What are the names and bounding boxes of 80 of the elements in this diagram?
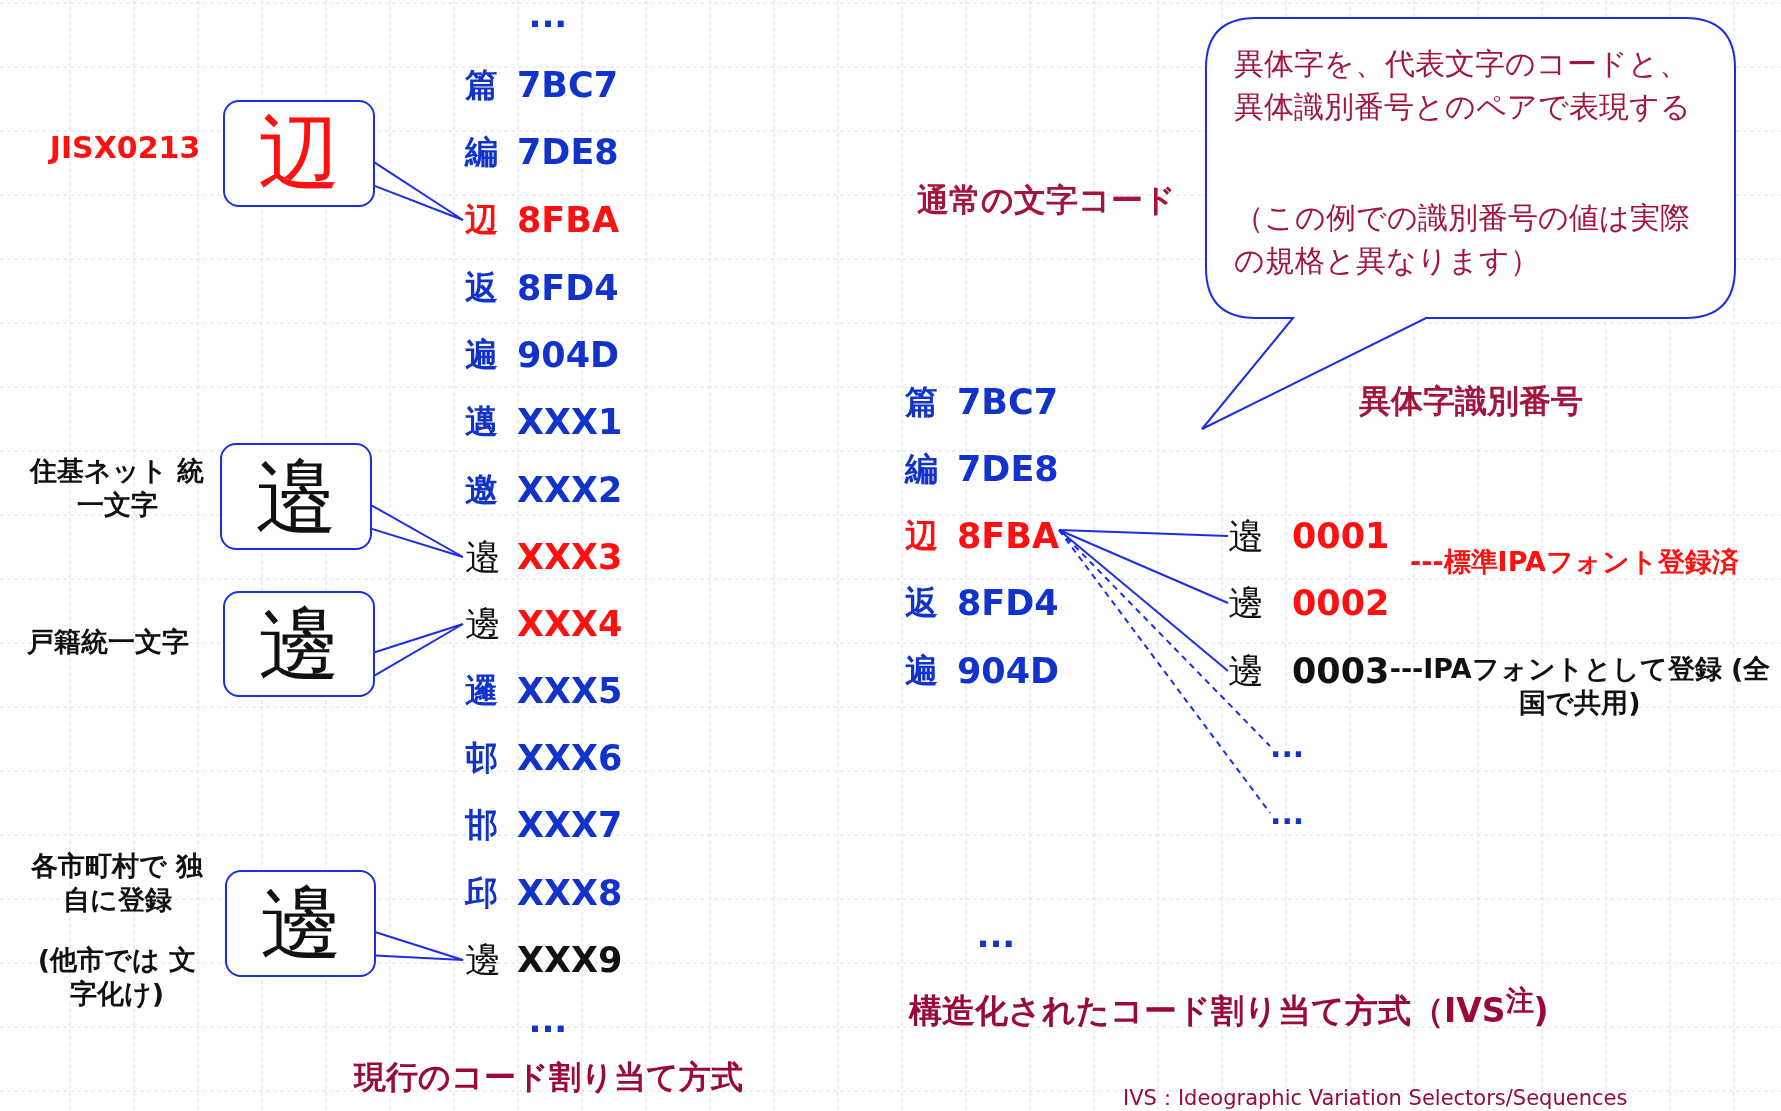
connector-line xyxy=(1058,529,1271,747)
character-glyph: 邀 xyxy=(465,468,499,511)
ellipsis: ... xyxy=(1270,795,1305,831)
callout-tail xyxy=(374,931,464,961)
speech-bubble xyxy=(1200,16,1737,431)
hex-code: 8FBA xyxy=(957,516,1060,556)
character-glyph: 邉 xyxy=(465,534,502,579)
character-glyph: 邏 xyxy=(465,669,499,712)
note-text: JISX0213 xyxy=(47,129,202,167)
footnote: IVS：Ideographic Variation Selectors/Sequences xyxy=(1123,1085,1628,1111)
character-glyph: 邊 xyxy=(1228,648,1265,693)
hex-code: 904D xyxy=(957,651,1060,691)
note-text: (他市では 文字化け) xyxy=(36,943,198,1011)
hex-code: XXX6 xyxy=(517,738,623,778)
connector-line xyxy=(1058,529,1271,814)
character-glyph: 編 xyxy=(905,447,939,490)
character-glyph: 邯 xyxy=(465,803,499,846)
hex-code: XXX7 xyxy=(517,805,623,845)
caption: 構造化されたコード割り当て方式（IVS$^{注}$) xyxy=(909,982,1549,1032)
hex-code: 7BC7 xyxy=(957,382,1059,422)
hex-code: XXX8 xyxy=(517,873,623,913)
hex-code: XXX1 xyxy=(517,402,623,442)
character-glyph: 邁 xyxy=(465,400,499,443)
character-glyph: 邊 xyxy=(465,601,502,646)
heading-text: 異体字識別番号 xyxy=(1359,381,1583,422)
callout-tail xyxy=(373,161,464,221)
hex-code: 7DE8 xyxy=(957,449,1059,489)
speech-bubble xyxy=(223,100,375,207)
character-glyph: 遍 xyxy=(905,649,939,692)
note-text: 各市町村で 独自に登録 xyxy=(29,849,205,917)
character-glyph: 返 xyxy=(905,581,939,624)
callout-tail xyxy=(373,623,464,677)
note-text: 住基ネット 統一文字 xyxy=(28,454,206,522)
ellipsis: ... xyxy=(528,0,568,35)
hex-code: XXX2 xyxy=(517,470,623,510)
hex-code: 8FD4 xyxy=(517,268,619,308)
character-glyph: 篇 xyxy=(465,63,499,106)
hex-code: 7DE8 xyxy=(517,132,619,172)
character-glyph: 編 xyxy=(465,130,499,173)
hex-code: XXX3 xyxy=(517,537,623,577)
speech-bubble xyxy=(220,443,372,550)
character-glyph: 返 xyxy=(465,266,499,309)
note-text: 戸籍統一文字 xyxy=(26,625,190,659)
character-glyph: 邱 xyxy=(465,871,499,914)
caption: 現行のコード割り当て方式 xyxy=(353,1057,743,1098)
connector-line xyxy=(1058,529,1229,537)
note-text: ---IPAフォントとして登録 (全国で共用) xyxy=(1388,652,1772,720)
character-glyph: 邊 xyxy=(1228,580,1265,625)
callout-tail xyxy=(370,504,464,558)
hex-code: 8FD4 xyxy=(957,583,1059,623)
speech-bubble xyxy=(225,870,376,977)
ellipsis: ... xyxy=(528,1000,568,1040)
connector-line xyxy=(1058,529,1229,604)
hex-code: XXX4 xyxy=(517,604,623,644)
character-glyph: 邉 xyxy=(254,455,338,537)
character-glyph: 辺 xyxy=(257,112,341,194)
hex-code: 0003 xyxy=(1292,651,1390,691)
hex-code: 0002 xyxy=(1292,583,1390,623)
connector-line xyxy=(1058,529,1229,672)
note-text: ---標準IPAフォント登録済 xyxy=(1410,545,1739,579)
character-glyph: 辺 xyxy=(465,198,499,241)
character-glyph: 邊 xyxy=(257,603,341,685)
character-glyph: 遍 xyxy=(465,333,499,376)
hex-code: XXX9 xyxy=(517,940,623,980)
hex-code: 7BC7 xyxy=(517,65,619,105)
character-glyph: 篇 xyxy=(905,380,939,423)
callout-text: （この例での識別番号の値は実際の規格と異なります） xyxy=(1234,199,1691,280)
callout-text: 異体字を、代表文字のコードと、異体識別番号とのペアで表現する xyxy=(1234,45,1692,126)
hex-code: XXX5 xyxy=(517,671,623,711)
hex-code: 0001 xyxy=(1292,516,1390,556)
character-glyph: 邨 xyxy=(465,736,499,779)
character-glyph: 邊 xyxy=(258,882,343,964)
character-glyph: 邉 xyxy=(1228,513,1265,558)
hex-code: 904D xyxy=(517,335,620,375)
ellipsis: ... xyxy=(1270,728,1305,764)
character-glyph: 辺 xyxy=(905,514,939,557)
heading-text: 通常の文字コード xyxy=(916,180,1176,221)
ellipsis: ... xyxy=(976,915,1016,955)
hex-code: 8FBA xyxy=(517,200,620,240)
character-glyph: 邊 xyxy=(465,937,502,982)
